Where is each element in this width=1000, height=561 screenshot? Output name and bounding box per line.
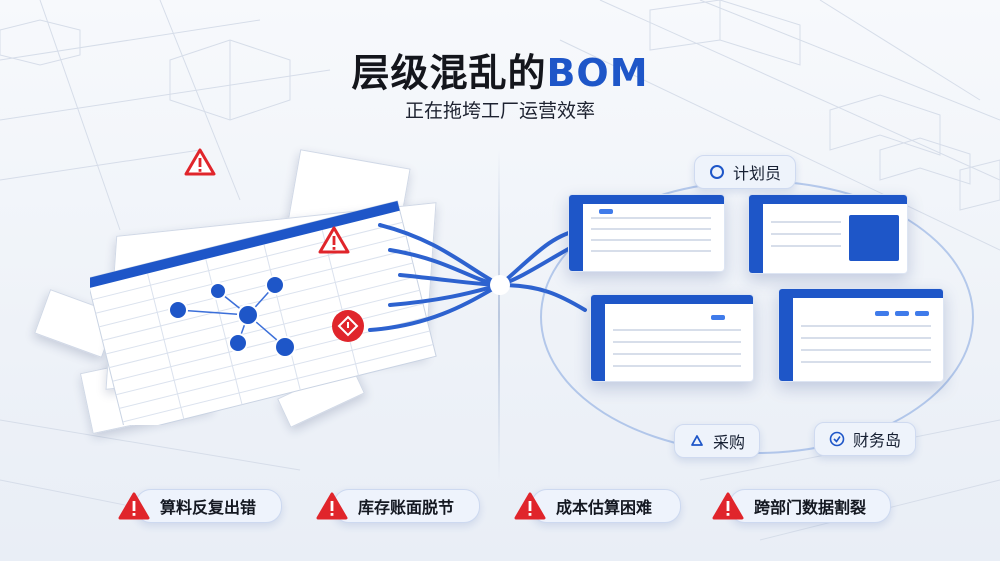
title-cn: 层级混乱的 <box>351 51 547 95</box>
warning-triangle-icon <box>514 492 546 520</box>
role-planner: 计划员 <box>694 155 797 189</box>
system-panel <box>748 194 908 274</box>
warning-triangle-icon <box>712 492 744 520</box>
warning-triangle-icon <box>316 492 348 520</box>
page-subtitle: 正在拖垮工厂运营效率 <box>404 100 595 122</box>
problem-label: 库存账面脱节 <box>358 498 455 517</box>
warning-triangle-icon <box>318 226 350 254</box>
problem-pill: 库存账面脱节 <box>316 489 480 523</box>
problem-pill: 成本估算困难 <box>514 489 681 523</box>
page-title: 层级混乱的BOM <box>0 42 1000 97</box>
warning-triangle-icon <box>184 148 216 176</box>
system-panel <box>568 194 725 272</box>
center-divider <box>498 150 500 480</box>
problem-label: 成本估算困难 <box>556 498 653 517</box>
role-purchasing-label: 采购 <box>713 433 746 452</box>
chaotic-node-network <box>168 275 296 358</box>
role-planner-label: 计划员 <box>733 164 782 183</box>
role-finance: 财务岛 <box>814 422 917 456</box>
error-icon <box>332 310 364 342</box>
cloud-icon <box>691 435 703 446</box>
warning-triangle-icon <box>118 492 150 520</box>
system-panel <box>590 294 754 382</box>
shield-check-icon <box>829 431 845 447</box>
system-panel <box>778 288 944 382</box>
problem-label: 跨部门数据割裂 <box>754 498 867 517</box>
problem-label: 算料反复出错 <box>160 498 257 517</box>
problem-pill: 算料反复出错 <box>118 489 282 523</box>
circle-icon <box>710 165 724 179</box>
role-purchasing: 采购 <box>674 424 761 458</box>
problem-pill: 跨部门数据割裂 <box>712 489 891 523</box>
title-en: BOM <box>546 51 649 95</box>
role-finance-label: 财务岛 <box>853 431 902 450</box>
